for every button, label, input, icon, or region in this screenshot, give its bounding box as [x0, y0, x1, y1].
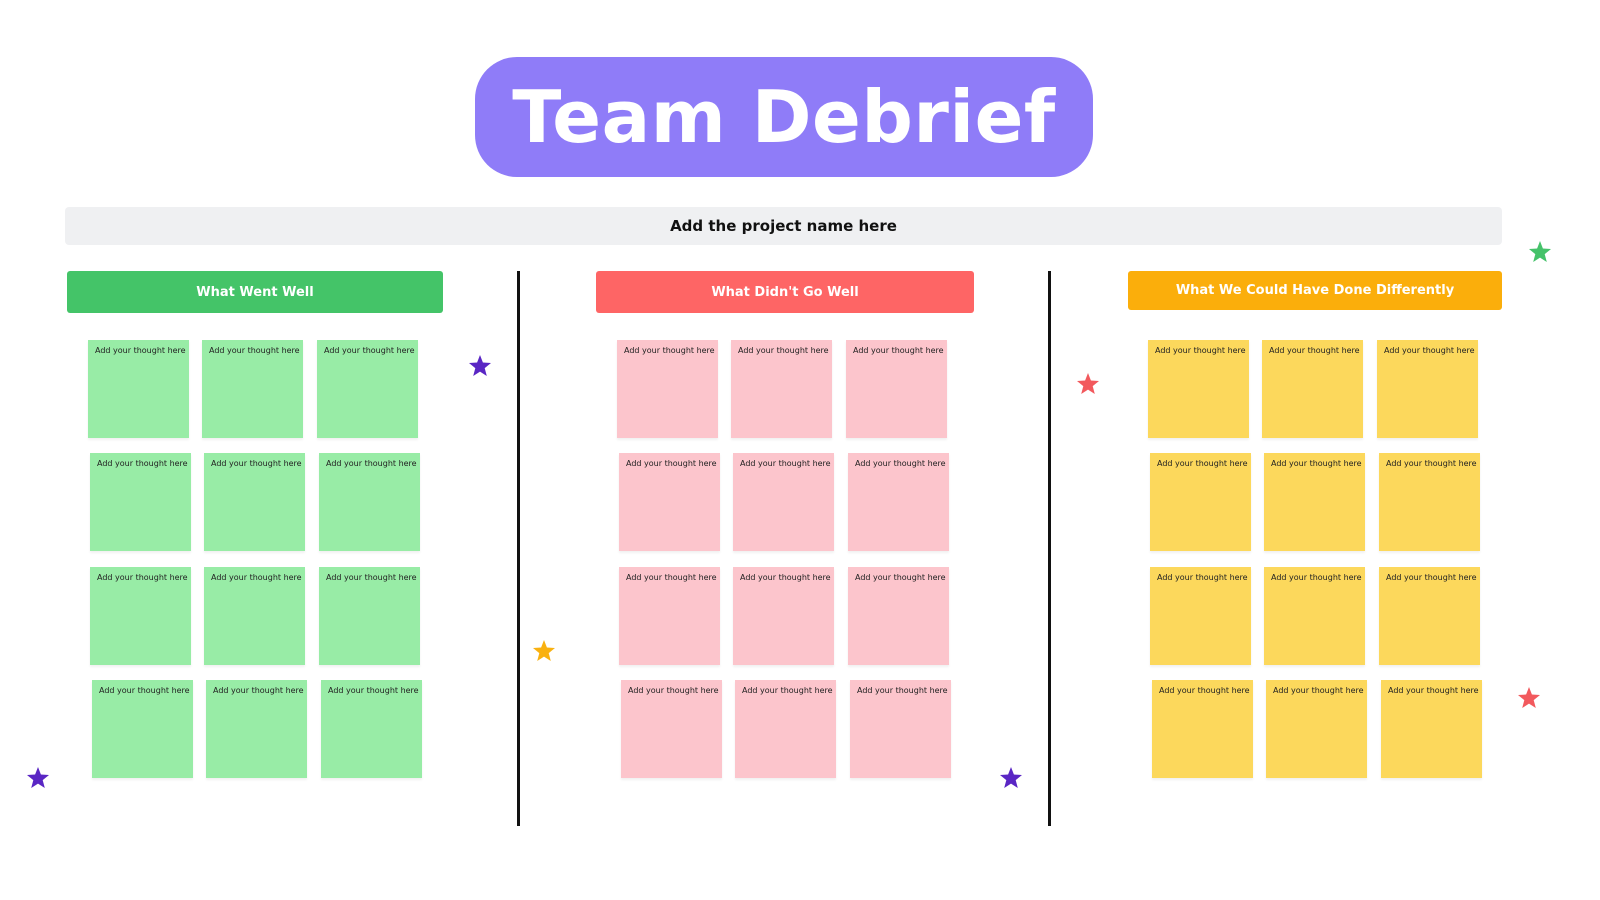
sticky-note[interactable]: Add your thought here	[90, 567, 191, 665]
sticky-note[interactable]: Add your thought here	[204, 453, 305, 551]
sticky-note[interactable]: Add your thought here	[1379, 567, 1480, 665]
column-divider	[1048, 271, 1051, 826]
column-header-didnt-go-well[interactable]: What Didn't Go Well	[596, 271, 974, 313]
column-divider	[517, 271, 520, 826]
star-icon	[1077, 373, 1099, 394]
star-icon	[1000, 767, 1022, 788]
star-icon	[1518, 687, 1540, 708]
sticky-note[interactable]: Add your thought here	[1266, 680, 1367, 778]
sticky-note[interactable]: Add your thought here	[1152, 680, 1253, 778]
star-icon	[533, 640, 555, 661]
project-name-field[interactable]: Add the project name here	[65, 207, 1502, 245]
sticky-note[interactable]: Add your thought here	[90, 453, 191, 551]
sticky-note[interactable]: Add your thought here	[321, 680, 422, 778]
sticky-note[interactable]: Add your thought here	[848, 567, 949, 665]
sticky-note[interactable]: Add your thought here	[88, 340, 189, 438]
sticky-note[interactable]: Add your thought here	[1262, 340, 1363, 438]
star-icon	[27, 767, 49, 788]
sticky-note[interactable]: Add your thought here	[1264, 567, 1365, 665]
star-icon	[1529, 241, 1551, 262]
sticky-note[interactable]: Add your thought here	[619, 567, 720, 665]
sticky-note[interactable]: Add your thought here	[319, 567, 420, 665]
sticky-note[interactable]: Add your thought here	[733, 567, 834, 665]
sticky-note[interactable]: Add your thought here	[733, 453, 834, 551]
sticky-note[interactable]: Add your thought here	[1150, 453, 1251, 551]
column-header-went-well[interactable]: What Went Well	[67, 271, 443, 313]
sticky-note[interactable]: Add your thought here	[846, 340, 947, 438]
sticky-note[interactable]: Add your thought here	[731, 340, 832, 438]
sticky-note[interactable]: Add your thought here	[319, 453, 420, 551]
star-icon	[469, 355, 491, 376]
sticky-note[interactable]: Add your thought here	[1379, 453, 1480, 551]
column-header-done-differently[interactable]: What We Could Have Done Differently	[1128, 271, 1502, 310]
sticky-note[interactable]: Add your thought here	[1148, 340, 1249, 438]
sticky-note[interactable]: Add your thought here	[1377, 340, 1478, 438]
sticky-note[interactable]: Add your thought here	[850, 680, 951, 778]
sticky-note[interactable]: Add your thought here	[1381, 680, 1482, 778]
sticky-note[interactable]: Add your thought here	[317, 340, 418, 438]
sticky-note[interactable]: Add your thought here	[848, 453, 949, 551]
sticky-note[interactable]: Add your thought here	[206, 680, 307, 778]
sticky-note[interactable]: Add your thought here	[619, 453, 720, 551]
sticky-note[interactable]: Add your thought here	[621, 680, 722, 778]
sticky-note[interactable]: Add your thought here	[1264, 453, 1365, 551]
page-title[interactable]: Team Debrief	[512, 75, 1056, 159]
sticky-note[interactable]: Add your thought here	[92, 680, 193, 778]
title-banner: Team Debrief	[475, 57, 1093, 177]
sticky-note[interactable]: Add your thought here	[617, 340, 718, 438]
sticky-note[interactable]: Add your thought here	[202, 340, 303, 438]
sticky-note[interactable]: Add your thought here	[204, 567, 305, 665]
sticky-note[interactable]: Add your thought here	[735, 680, 836, 778]
sticky-note[interactable]: Add your thought here	[1150, 567, 1251, 665]
